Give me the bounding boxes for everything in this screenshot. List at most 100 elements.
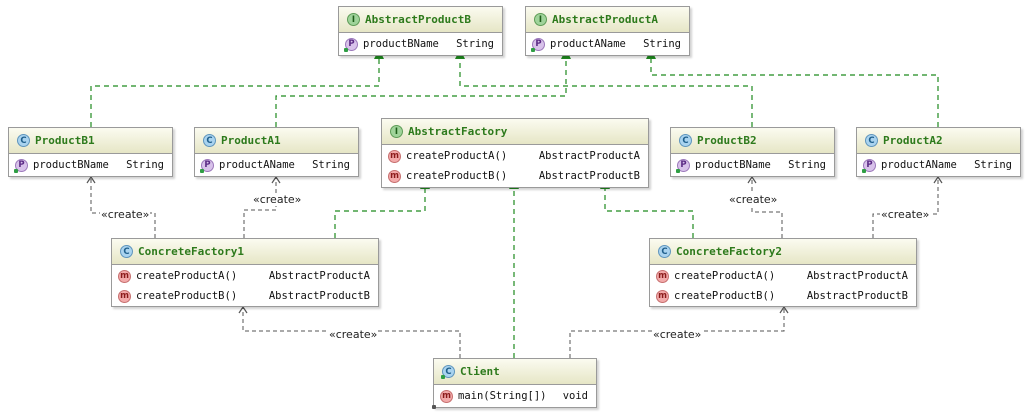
class-name: AbstractProductA bbox=[552, 13, 658, 26]
class-box-concretefactory2[interactable]: C ConcreteFactory2 m createProductA() Ab… bbox=[649, 238, 917, 307]
class-header: C ConcreteFactory2 bbox=[650, 239, 916, 265]
member-type: String bbox=[126, 159, 164, 171]
class-name: AbstractFactory bbox=[408, 125, 508, 138]
method-icon: m bbox=[388, 169, 401, 183]
member-row[interactable]: m createProductB() AbstractProductB bbox=[112, 286, 378, 306]
create-label-client-cf2: «create» bbox=[652, 328, 703, 341]
interface-icon: I bbox=[347, 13, 360, 26]
member-row[interactable]: P productAName String bbox=[857, 155, 1020, 175]
member-row[interactable]: m createProductA() AbstractProductA bbox=[382, 146, 648, 166]
member-row[interactable]: m createProductB() AbstractProductB bbox=[650, 286, 916, 306]
property-icon: P bbox=[676, 158, 690, 173]
member-row[interactable]: m main(String[]) void bbox=[434, 386, 596, 406]
member-type: String bbox=[312, 159, 350, 171]
class-icon: C bbox=[441, 365, 455, 379]
member-name: createProductB() bbox=[674, 290, 776, 302]
member-name: productAName bbox=[881, 159, 957, 171]
method-icon: m bbox=[118, 269, 131, 283]
member-type: AbstractProductA bbox=[538, 150, 640, 162]
property-icon: P bbox=[200, 158, 214, 173]
member-type: AbstractProductB bbox=[806, 290, 908, 302]
member-name: productBName bbox=[695, 159, 771, 171]
member-type: String bbox=[456, 38, 494, 50]
class-icon: C bbox=[679, 134, 692, 147]
class-header: I AbstractFactory bbox=[382, 119, 648, 145]
realization-producta1-abstractproducta bbox=[275, 49, 571, 127]
member-name: createProductA() bbox=[406, 150, 508, 162]
class-box-productb1[interactable]: C ProductB1 P productBName String bbox=[8, 127, 173, 177]
class-name: ConcreteFactory2 bbox=[676, 245, 782, 258]
property-icon: P bbox=[14, 158, 28, 173]
class-icon: C bbox=[658, 245, 671, 258]
create-label-productb1: «create» bbox=[100, 208, 151, 221]
member-row[interactable]: m createProductA() AbstractProductA bbox=[650, 266, 916, 286]
class-box-abstractproducta[interactable]: I AbstractProductA P productAName String bbox=[525, 6, 690, 56]
class-name: ConcreteFactory1 bbox=[138, 245, 244, 258]
member-row[interactable]: P productAName String bbox=[526, 34, 689, 54]
member-row[interactable]: m createProductA() AbstractProductA bbox=[112, 266, 378, 286]
class-header: I AbstractProductA bbox=[526, 7, 689, 33]
dependency-cf2-productb2 bbox=[752, 177, 783, 238]
class-header: C ProductA2 bbox=[857, 128, 1020, 154]
member-row[interactable]: m createProductB() AbstractProductB bbox=[382, 166, 648, 186]
class-header: C ConcreteFactory1 bbox=[112, 239, 378, 265]
create-label-client-cf1: «create» bbox=[328, 328, 379, 341]
class-header: C ProductB1 bbox=[9, 128, 172, 154]
realization-producta2-abstractproducta bbox=[646, 49, 939, 127]
realization-productb2-abstractproductb bbox=[455, 49, 753, 127]
property-icon: P bbox=[531, 37, 545, 52]
class-box-productb2[interactable]: C ProductB2 P productBName String bbox=[670, 127, 835, 177]
member-name: createProductA() bbox=[674, 270, 776, 282]
member-name: main(String[]) bbox=[458, 390, 547, 402]
member-type: AbstractProductB bbox=[268, 290, 370, 302]
class-box-client[interactable]: C Client m main(String[]) void bbox=[433, 358, 597, 408]
class-box-producta2[interactable]: C ProductA2 P productAName String bbox=[856, 127, 1021, 177]
member-type: void bbox=[562, 390, 588, 402]
member-name: productAName bbox=[550, 38, 626, 50]
class-name: Client bbox=[460, 365, 500, 378]
member-row[interactable]: P productBName String bbox=[671, 155, 834, 175]
class-header: C ProductB2 bbox=[671, 128, 834, 154]
class-icon: C bbox=[120, 245, 133, 258]
create-label-producta2: «create» bbox=[880, 208, 931, 221]
member-row[interactable]: P productBName String bbox=[9, 155, 172, 175]
realization-concretefactory2-abstractfactory bbox=[600, 179, 694, 238]
member-type: AbstractProductA bbox=[268, 270, 370, 282]
class-name: ProductB2 bbox=[697, 134, 757, 147]
method-icon: m bbox=[388, 149, 401, 163]
class-icon: C bbox=[17, 134, 30, 147]
property-icon: P bbox=[862, 158, 876, 173]
class-name: ProductB1 bbox=[35, 134, 95, 147]
class-box-concretefactory1[interactable]: C ConcreteFactory1 m createProductA() Ab… bbox=[111, 238, 379, 307]
property-icon: P bbox=[344, 37, 358, 52]
member-type: String bbox=[974, 159, 1012, 171]
member-name: productBName bbox=[33, 159, 109, 171]
class-header: C ProductA1 bbox=[195, 128, 358, 154]
realization-productb1-abstractproductb bbox=[90, 49, 384, 127]
class-icon: C bbox=[203, 134, 216, 147]
member-type: String bbox=[788, 159, 826, 171]
class-box-abstractproductb[interactable]: I AbstractProductB P productBName String bbox=[338, 6, 503, 56]
class-icon: C bbox=[865, 134, 878, 147]
member-type: AbstractProductB bbox=[538, 170, 640, 182]
interface-icon: I bbox=[534, 13, 547, 26]
member-name: createProductB() bbox=[136, 290, 238, 302]
class-name: ProductA2 bbox=[883, 134, 943, 147]
dependency-cf1-producta1 bbox=[243, 177, 276, 238]
class-box-producta1[interactable]: C ProductA1 P productAName String bbox=[194, 127, 359, 177]
create-label-producta1: «create» bbox=[252, 193, 303, 206]
member-name: createProductA() bbox=[136, 270, 238, 282]
realization-concretefactory1-abstractfactory bbox=[334, 179, 430, 238]
class-header: I AbstractProductB bbox=[339, 7, 502, 33]
class-header: C Client bbox=[434, 359, 596, 385]
interface-icon: I bbox=[390, 125, 403, 138]
member-name: createProductB() bbox=[406, 170, 508, 182]
member-row[interactable]: P productAName String bbox=[195, 155, 358, 175]
member-row[interactable]: P productBName String bbox=[339, 34, 502, 54]
member-name: productAName bbox=[219, 159, 295, 171]
class-name: ProductA1 bbox=[221, 134, 281, 147]
method-icon: m bbox=[656, 289, 669, 303]
class-box-abstractfactory[interactable]: I AbstractFactory m createProductA() Abs… bbox=[381, 118, 649, 188]
method-icon: m bbox=[440, 389, 453, 403]
